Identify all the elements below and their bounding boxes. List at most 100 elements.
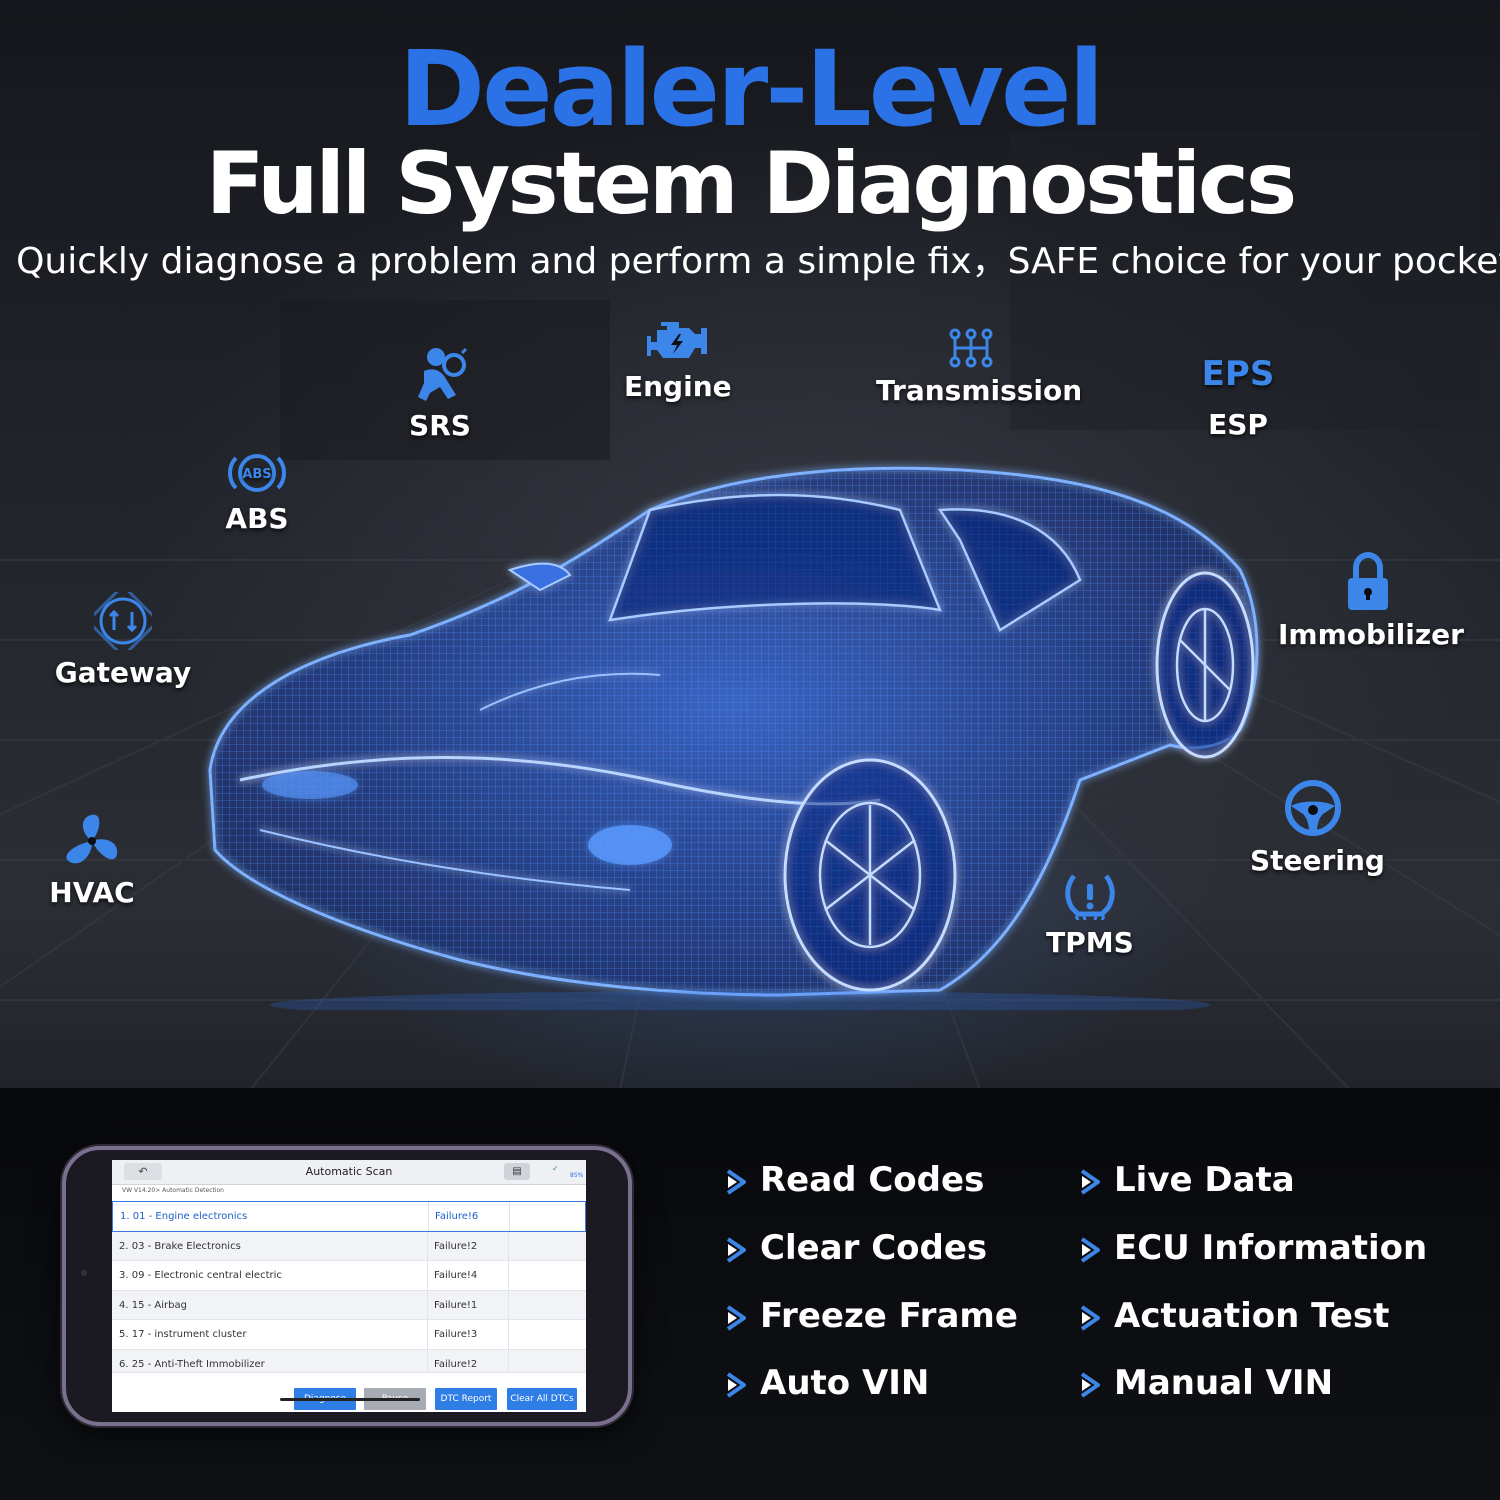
scan-row-status: Failure!4 <box>434 1270 478 1282</box>
scan-row-name: 3. 09 - Electronic central electric <box>119 1270 282 1282</box>
subtitle: Quickly diagnose a problem and perform a… <box>16 241 1500 282</box>
column-divider <box>428 1202 429 1231</box>
feature-actuation-test: Actuation Test <box>1078 1296 1389 1336</box>
column-divider <box>508 1231 509 1261</box>
breadcrumb: VW V14.20> Automatic Detection <box>122 1187 224 1194</box>
gateway-icon <box>94 592 152 650</box>
scan-row-status: Failure!2 <box>434 1358 478 1370</box>
play-arrow-icon <box>724 1168 748 1196</box>
scan-row[interactable]: 2. 03 - Brake Electronics Failure!2 <box>112 1231 586 1262</box>
tire-pressure-icon <box>1065 874 1115 920</box>
scan-row[interactable]: 3. 09 - Electronic central electric Fail… <box>112 1261 586 1291</box>
phone-screen: ↶ Automatic Scan ▤ ✓ 85% VW V14.20> Auto… <box>112 1160 586 1412</box>
system-steering-label: Steering <box>1250 844 1385 877</box>
play-arrow-icon <box>724 1236 748 1264</box>
column-divider <box>509 1202 510 1231</box>
scan-row-status: Failure!1 <box>434 1299 478 1311</box>
feature-label: Actuation Test <box>1114 1296 1390 1336</box>
column-divider <box>427 1261 428 1290</box>
headline-dealer-level: Dealer-Level <box>398 28 1104 150</box>
scan-row-status: Failure!3 <box>434 1329 478 1341</box>
back-button[interactable]: ↶ <box>124 1163 162 1180</box>
system-transmission: Transmission <box>876 328 1082 407</box>
app-title: Automatic Scan <box>305 1165 393 1178</box>
clear-all-dtcs-button[interactable]: Clear All DTCs <box>507 1388 577 1410</box>
message-button[interactable]: ▤ <box>504 1163 530 1180</box>
feature-auto-vin: Auto VIN <box>724 1363 929 1403</box>
column-divider <box>427 1349 428 1379</box>
feature-label: ECU Information <box>1114 1228 1428 1268</box>
scan-row[interactable]: 4. 15 - Airbag Failure!1 <box>112 1290 586 1321</box>
column-divider <box>508 1320 509 1349</box>
feature-manual-vin: Manual VIN <box>1078 1363 1333 1403</box>
system-tpms-label: TPMS <box>1046 926 1134 959</box>
system-srs-label: SRS <box>409 409 471 442</box>
scan-row-status: Failure!2 <box>434 1240 478 1252</box>
column-divider <box>508 1349 509 1379</box>
abs-icon: ABS <box>228 454 286 492</box>
feature-label: Freeze Frame <box>760 1296 1018 1336</box>
engine-icon <box>647 322 707 358</box>
system-gateway: Gateway <box>48 592 198 689</box>
scan-row[interactable]: 5. 17 - instrument cluster Failure!3 <box>112 1320 586 1350</box>
battery-level: 85% <box>570 1172 584 1179</box>
feature-label: Read Codes <box>760 1160 985 1200</box>
column-divider <box>427 1320 428 1349</box>
column-divider <box>508 1261 509 1290</box>
chat-icon: ▤ <box>512 1166 522 1177</box>
system-hvac: HVAC <box>40 812 144 909</box>
play-arrow-icon <box>724 1304 748 1332</box>
car-hologram <box>208 466 1259 1010</box>
airbag-person-icon <box>418 347 468 401</box>
play-arrow-icon <box>1078 1168 1102 1196</box>
dtc-report-button[interactable]: DTC Report <box>435 1388 497 1410</box>
back-arrow-icon: ↶ <box>138 1165 148 1178</box>
feature-ecu-information: ECU Information <box>1078 1228 1427 1268</box>
system-eps: EPS ESP <box>1188 354 1288 441</box>
scan-row-name: 6. 25 - Anti-Theft Immobilizer <box>119 1358 265 1370</box>
feature-label: Auto VIN <box>760 1363 930 1403</box>
system-srs: SRS <box>395 345 485 442</box>
column-divider <box>508 1290 509 1320</box>
system-hvac-label: HVAC <box>49 876 135 909</box>
scan-results-list: 1. 01 - Engine electronics Failure!6 2. … <box>112 1201 586 1380</box>
system-engine: Engine <box>624 318 732 403</box>
scan-row-name: 1. 01 - Engine electronics <box>120 1211 248 1222</box>
app-topbar: ↶ Automatic Scan ▤ ✓ 85% <box>112 1160 586 1185</box>
feature-live-data: Live Data <box>1078 1160 1295 1200</box>
scan-row-name: 5. 17 - instrument cluster <box>119 1329 247 1341</box>
scan-row-status: Failure!6 <box>435 1211 479 1222</box>
system-abs: ABS ABS <box>212 450 302 535</box>
system-tpms: TPMS <box>1042 872 1138 959</box>
steering-wheel-icon <box>1285 780 1341 836</box>
feature-clear-codes: Clear Codes <box>724 1228 987 1268</box>
column-divider <box>427 1231 428 1261</box>
signal-icon: ✓ <box>552 1164 559 1173</box>
system-transmission-label: Transmission <box>876 374 1083 407</box>
feature-label: Clear Codes <box>760 1228 988 1268</box>
scan-row[interactable]: 1. 01 - Engine electronics Failure!6 <box>112 1201 586 1232</box>
fan-icon <box>66 814 118 864</box>
play-arrow-icon <box>1078 1304 1102 1332</box>
home-indicator <box>280 1398 420 1401</box>
play-arrow-icon <box>724 1371 748 1399</box>
system-esp-label: ESP <box>1208 408 1268 441</box>
play-arrow-icon <box>1078 1371 1102 1399</box>
scan-row-name: 2. 03 - Brake Electronics <box>119 1240 241 1252</box>
system-abs-label: ABS <box>225 502 289 535</box>
headline-full-system: Full System Diagnostics <box>205 134 1297 234</box>
phone-camera <box>81 1270 87 1276</box>
gear-shift-icon <box>949 328 993 368</box>
feature-freeze-frame: Freeze Frame <box>724 1296 1018 1336</box>
system-engine-label: Engine <box>624 370 732 403</box>
feature-label: Live Data <box>1114 1160 1295 1200</box>
play-arrow-icon <box>1078 1236 1102 1264</box>
scan-row-name: 4. 15 - Airbag <box>119 1299 187 1311</box>
feature-label: Manual VIN <box>1114 1363 1334 1403</box>
lock-icon <box>1348 552 1388 610</box>
system-immobilizer-label: Immobilizer <box>1278 618 1464 651</box>
abs-icon-text: ABS <box>242 467 271 482</box>
phone-mockup: ↶ Automatic Scan ▤ ✓ 85% VW V14.20> Auto… <box>62 1146 632 1426</box>
eps-badge: EPS <box>1201 354 1275 394</box>
system-gateway-label: Gateway <box>54 656 192 689</box>
